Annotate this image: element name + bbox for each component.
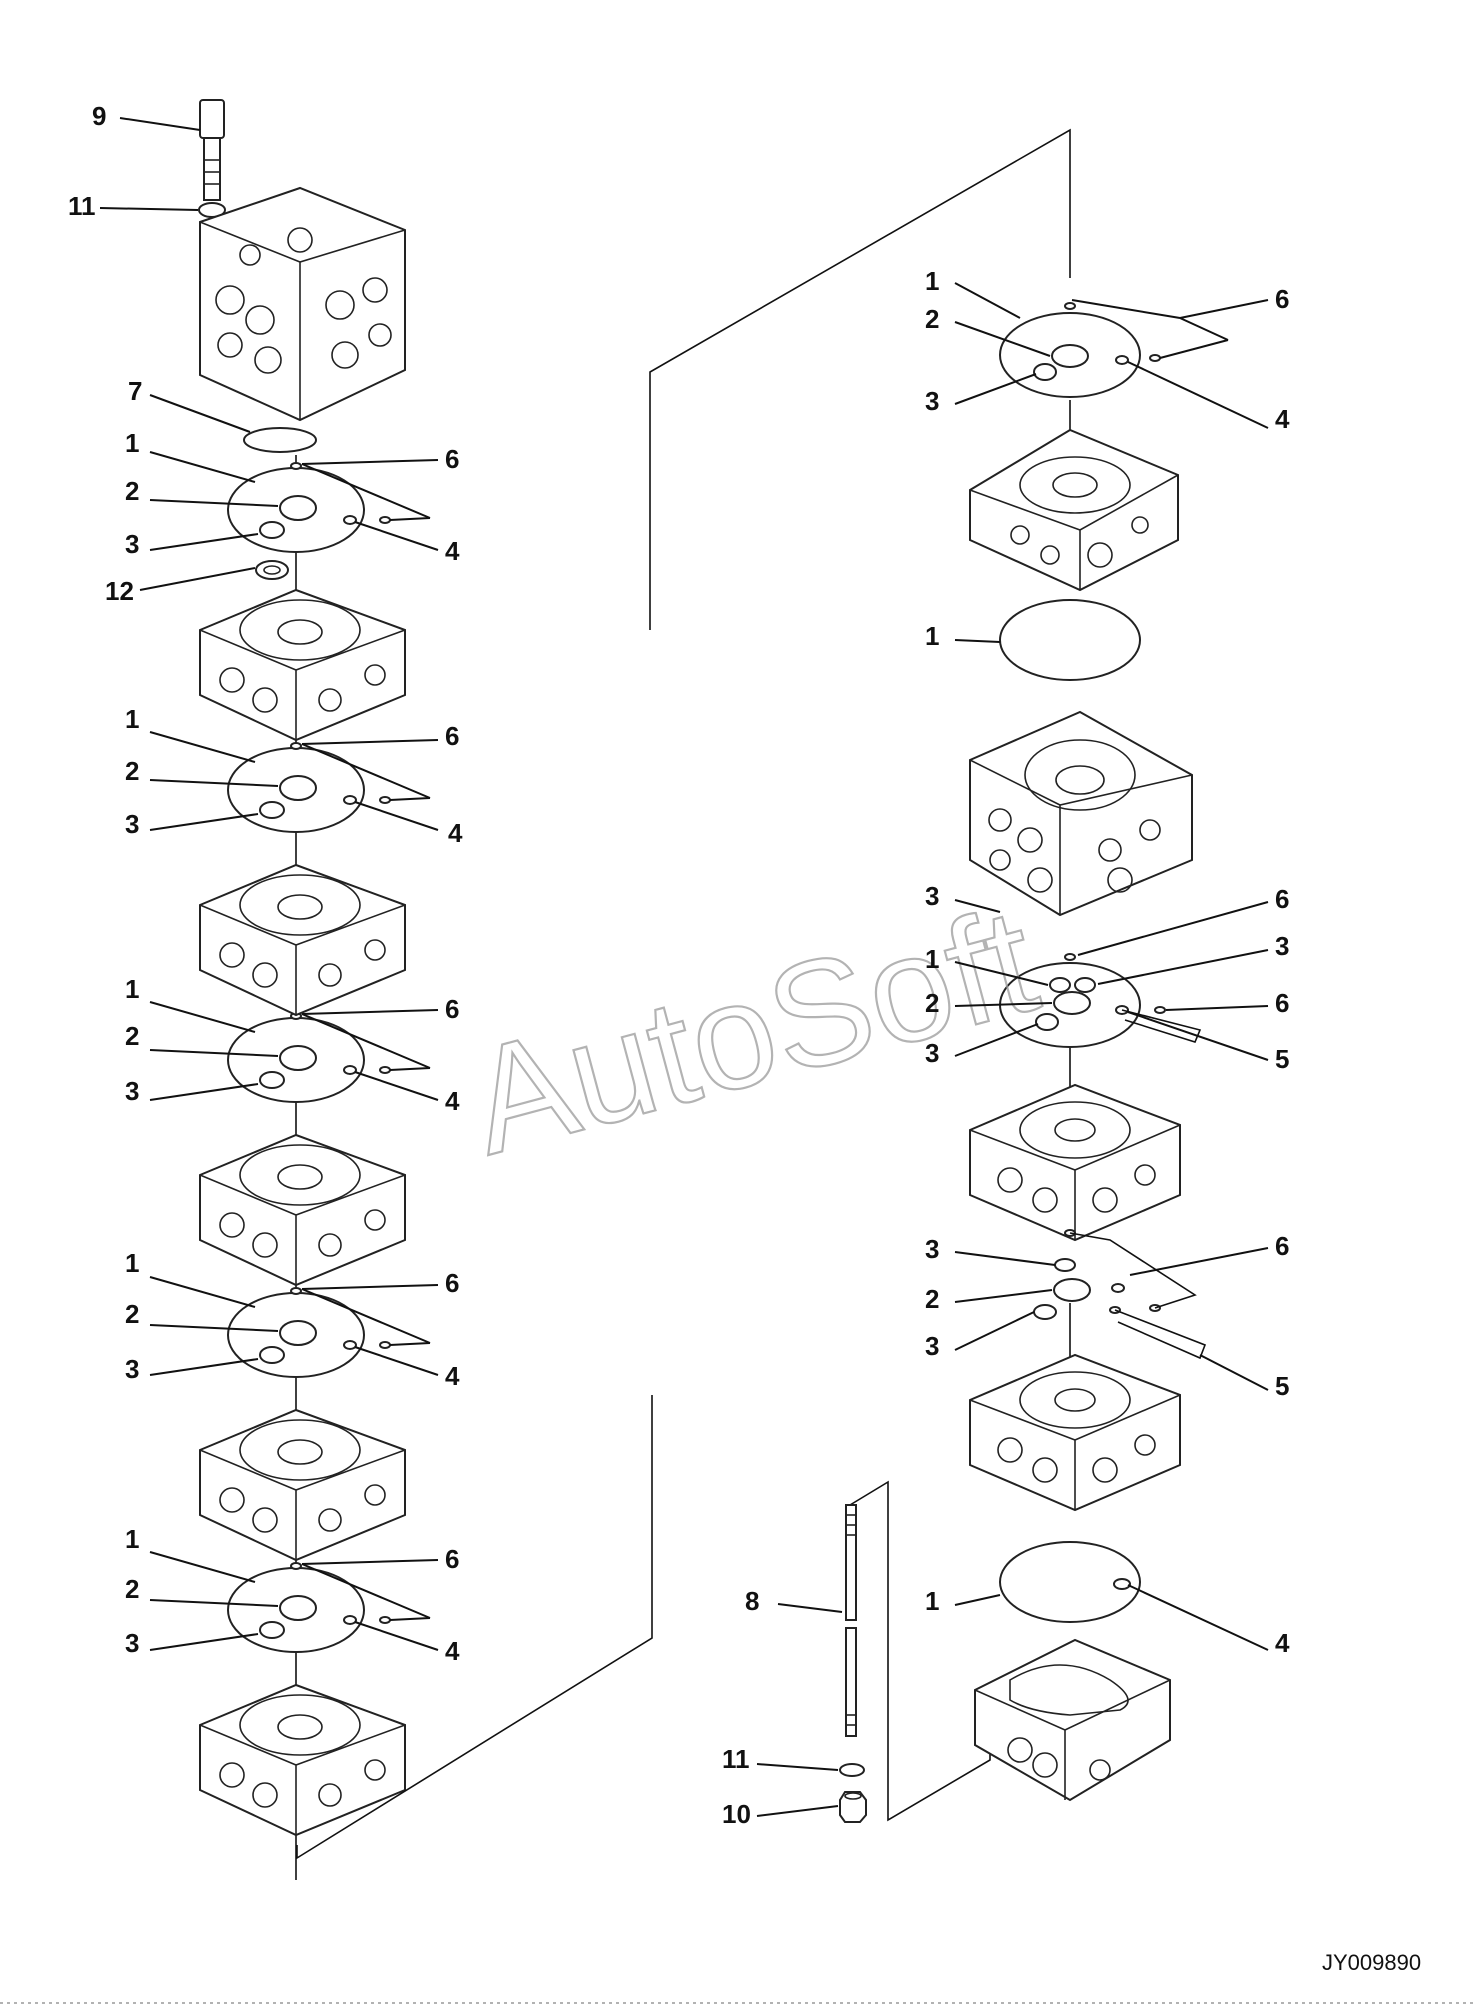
callout-7: 7 bbox=[128, 376, 142, 406]
callout-6: 6 bbox=[1275, 884, 1289, 914]
callout-1: 1 bbox=[125, 1248, 139, 1278]
callout-11: 11 bbox=[68, 191, 96, 221]
leader-lines bbox=[99, 117, 1269, 1817]
valve-block-right-1 bbox=[969, 428, 1179, 592]
callout-5: 5 bbox=[1275, 1371, 1289, 1401]
valve-block-top bbox=[199, 186, 406, 422]
callout-3: 3 bbox=[925, 1234, 939, 1264]
callout-5: 5 bbox=[1275, 1044, 1289, 1074]
callout-6: 6 bbox=[445, 444, 459, 474]
callout-1: 1 bbox=[925, 621, 939, 651]
callout-4: 4 bbox=[445, 1086, 460, 1116]
callout-4: 4 bbox=[1275, 1628, 1290, 1658]
valve-block-left-1 bbox=[199, 588, 406, 742]
tie-rod-part-8 bbox=[845, 1504, 857, 1737]
callout-6: 6 bbox=[445, 1544, 459, 1574]
continuation-line-bottom bbox=[296, 1395, 653, 1860]
callout-6: 6 bbox=[445, 721, 459, 751]
callout-2: 2 bbox=[925, 1284, 939, 1314]
o-ring-part-7 bbox=[243, 427, 317, 453]
callout-1: 1 bbox=[925, 944, 939, 974]
gasket-left-4 bbox=[227, 1287, 391, 1378]
end-block bbox=[974, 1638, 1171, 1802]
valve-block-left-4 bbox=[199, 1408, 406, 1562]
callout-2: 2 bbox=[925, 304, 939, 334]
seal-part-12 bbox=[255, 560, 289, 580]
continuation-line-top bbox=[649, 128, 1071, 630]
callout-2: 2 bbox=[125, 1574, 139, 1604]
callout-12: 12 bbox=[105, 576, 134, 606]
valve-block-right-2 bbox=[969, 710, 1193, 917]
callout-8: 8 bbox=[745, 1586, 759, 1616]
valve-block-left-2 bbox=[199, 863, 406, 1017]
callout-4: 4 bbox=[445, 1361, 460, 1391]
callout-3: 3 bbox=[125, 809, 139, 839]
nut-part-10 bbox=[839, 1791, 867, 1823]
callout-1: 1 bbox=[125, 974, 139, 1004]
callout-4: 4 bbox=[448, 818, 463, 848]
watermark: AutoSoft bbox=[453, 875, 1052, 1186]
callout-6: 6 bbox=[1275, 284, 1289, 314]
callout-3: 3 bbox=[925, 1331, 939, 1361]
callout-1: 1 bbox=[925, 266, 939, 296]
callout-1: 1 bbox=[125, 1524, 139, 1554]
callout-2: 2 bbox=[125, 756, 139, 786]
callout-2: 2 bbox=[925, 988, 939, 1018]
valve-block-right-3 bbox=[969, 1083, 1181, 1242]
callout-2: 2 bbox=[125, 476, 139, 506]
bolt-part-9 bbox=[199, 99, 225, 201]
callout-3: 3 bbox=[925, 1038, 939, 1068]
seals-right-4 bbox=[1033, 1229, 1207, 1360]
callout-1: 1 bbox=[125, 704, 139, 734]
callout-9: 9 bbox=[92, 101, 106, 131]
callout-4: 4 bbox=[445, 1636, 460, 1666]
callout-3: 3 bbox=[1275, 931, 1289, 961]
valve-block-right-4 bbox=[969, 1353, 1181, 1512]
gasket-right-1 bbox=[999, 302, 1161, 398]
callout-4: 4 bbox=[1275, 404, 1290, 434]
callout-3: 3 bbox=[125, 1354, 139, 1384]
callout-2: 2 bbox=[125, 1021, 139, 1051]
valve-block-left-3 bbox=[199, 1133, 406, 1287]
washer-part-11-bottom bbox=[839, 1763, 865, 1777]
drawing-code: JY009890 bbox=[1322, 1950, 1421, 1975]
callout-3: 3 bbox=[125, 1628, 139, 1658]
callout-3: 3 bbox=[925, 881, 939, 911]
callout-3: 3 bbox=[925, 386, 939, 416]
callout-2: 2 bbox=[125, 1299, 139, 1329]
callout-10: 10 bbox=[722, 1799, 751, 1829]
gasket-left-3 bbox=[227, 1012, 391, 1103]
continuation-line-rod bbox=[849, 1480, 991, 1822]
callout-3: 3 bbox=[125, 1076, 139, 1106]
gasket-right-5 bbox=[999, 1541, 1141, 1623]
callout-1: 1 bbox=[925, 1586, 939, 1616]
callout-4: 4 bbox=[445, 536, 460, 566]
gasket-left-5 bbox=[227, 1562, 391, 1653]
o-ring-right-2 bbox=[999, 599, 1141, 681]
callout-3: 3 bbox=[125, 529, 139, 559]
callout-1: 1 bbox=[125, 428, 139, 458]
valve-block-left-5 bbox=[199, 1683, 406, 1837]
callout-6: 6 bbox=[445, 994, 459, 1024]
callout-6: 6 bbox=[1275, 1231, 1289, 1261]
gasket-left-1 bbox=[227, 462, 391, 553]
callout-6: 6 bbox=[445, 1268, 459, 1298]
gasket-left-2 bbox=[227, 742, 391, 833]
callout-6: 6 bbox=[1275, 988, 1289, 1018]
callout-11: 11 bbox=[722, 1744, 750, 1774]
